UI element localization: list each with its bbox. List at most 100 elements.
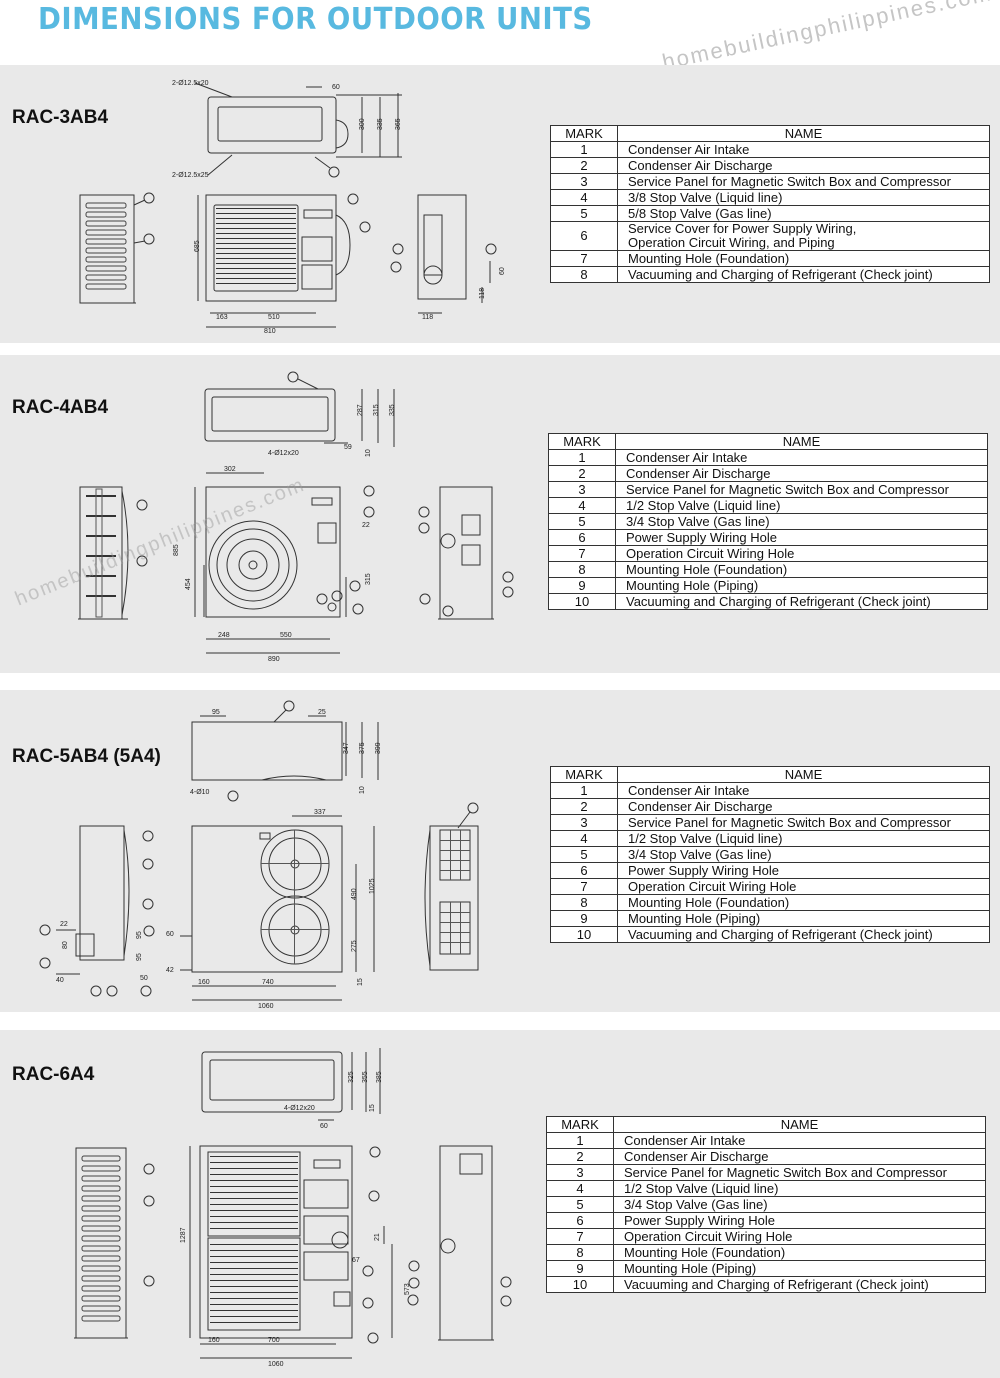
valve <box>440 533 456 549</box>
callout-6 <box>140 985 152 997</box>
dim-label: 50 <box>140 975 148 982</box>
callout-8 <box>227 790 239 802</box>
grille-lines <box>210 1156 298 1323</box>
callout-7 <box>143 925 155 937</box>
side-slots <box>86 488 116 618</box>
dim-label: 375 <box>359 742 366 754</box>
dimension-drawing: 4-Ø12x20 59 10 287 315 335 302 885 454 3… <box>0 355 540 673</box>
cell-name: Mounting Hole (Foundation) <box>617 250 990 267</box>
wiring-block <box>333 1291 351 1307</box>
callout-3 <box>347 193 359 205</box>
cell-name: Condenser Air Discharge <box>617 798 990 815</box>
callout-7 <box>500 1276 512 1288</box>
page-title: DIMENSIONS FOR OUTDOOR UNITS <box>38 2 593 37</box>
cell-name: 1/2 Stop Valve (Liquid line) <box>613 1180 986 1197</box>
side-grille <box>121 490 129 616</box>
cell-name: Condenser Air Discharge <box>615 465 988 482</box>
dim-label: 163 <box>216 314 228 321</box>
cell-name: Vacuuming and Charging of Refrigerant (C… <box>617 266 990 283</box>
side-view-right <box>439 1145 493 1341</box>
top-view <box>207 96 337 154</box>
cell-mark: 8 <box>550 266 618 283</box>
fan-grille <box>213 204 299 292</box>
wiring-hole <box>327 602 337 612</box>
side-slots <box>85 202 127 290</box>
dim-label: 573 <box>404 1283 411 1295</box>
cell-mark: 5 <box>546 1196 614 1213</box>
top-view-valve <box>335 119 349 149</box>
dim-label: 347 <box>343 742 350 754</box>
service-panel <box>301 264 333 290</box>
fan-ring <box>216 528 290 602</box>
side-mesh <box>439 829 471 881</box>
valve-block <box>75 933 95 957</box>
callout-9 <box>352 603 364 615</box>
callout-1 <box>143 1163 155 1175</box>
cell-mark: 6 <box>546 1212 614 1229</box>
cell-mark: 4 <box>546 1180 614 1197</box>
front-view <box>205 194 337 302</box>
cell-name: Service Panel for Magnetic Switch Box an… <box>617 814 990 831</box>
dim-label: 40 <box>56 977 64 984</box>
cell-name: Service Panel for Magnetic Switch Box an… <box>613 1164 986 1181</box>
dim-label: 490 <box>351 888 358 900</box>
cell-mark: 7 <box>550 878 618 895</box>
table-header-row: MARK NAME <box>548 433 988 450</box>
callout-6 <box>502 586 514 598</box>
dim-label: 118 <box>479 288 486 299</box>
cell-mark: 10 <box>548 593 616 610</box>
dimension-drawing: 95 25 4-Ø10 10 347 375 399 337 490 1025 … <box>0 690 540 1012</box>
leader-line <box>207 154 233 176</box>
callout-4 <box>392 243 404 255</box>
valve <box>423 265 443 285</box>
dim-label: 302 <box>224 466 236 473</box>
top-view <box>204 388 336 442</box>
dim-label: 275 <box>351 940 358 952</box>
leader-line <box>297 378 319 390</box>
dim-label: 2-Ø12.5x25 <box>172 172 209 179</box>
cell-name: Mounting Hole (Foundation) <box>617 894 990 911</box>
dim-label: 10 <box>359 786 366 794</box>
dim-label: 10 <box>365 449 372 457</box>
dim-label: 315 <box>365 573 372 585</box>
dim-label: 1025 <box>369 878 376 894</box>
valve-panel <box>423 214 443 276</box>
dim-label: 25 <box>318 709 326 716</box>
cell-name: 3/4 Stop Valve (Gas line) <box>615 513 988 530</box>
cell-name: Power Supply Wiring Hole <box>617 862 990 879</box>
dim-label: 15 <box>369 1104 376 1112</box>
side-view-right <box>417 194 467 300</box>
cell-name: 1/2 Stop Valve (Liquid line) <box>615 497 988 514</box>
callout-5 <box>485 243 497 255</box>
dim-label: 454 <box>185 578 192 590</box>
label-plate <box>311 497 333 506</box>
valve-cluster <box>331 1231 349 1249</box>
callout-3 <box>369 1146 381 1158</box>
dim-label: 95 <box>136 931 143 939</box>
service-panel <box>303 1251 349 1281</box>
cell-name: Condenser Air Discharge <box>613 1148 986 1165</box>
cell-mark: 7 <box>550 250 618 267</box>
callout-7 <box>331 590 343 602</box>
column-header-name: NAME <box>613 1116 986 1133</box>
callout-4 <box>39 957 51 969</box>
cell-mark: 1 <box>546 1132 614 1149</box>
dim-label: 399 <box>375 742 382 754</box>
cell-name: 3/4 Stop Valve (Gas line) <box>617 846 990 863</box>
side-panel <box>459 1153 483 1175</box>
fan-hub <box>248 560 258 570</box>
dim-label: 95 <box>136 953 143 961</box>
cell-mark: 2 <box>550 157 618 174</box>
callout-8 <box>390 261 402 273</box>
drawing-svg-rac-6a4: 4-Ø12x20 60 15 325 355 385 1287 21 67 57… <box>74 1048 512 1368</box>
